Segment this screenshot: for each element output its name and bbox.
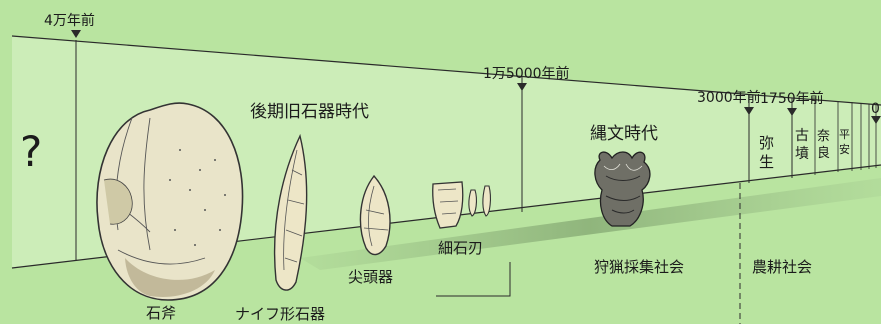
marker-label-15k: 1万5000年前 <box>483 65 570 82</box>
tool-label-microblade: 細石刃 <box>438 239 483 257</box>
society-agricultural: 農耕社会 <box>752 258 812 276</box>
unknown-period-mark: ? <box>20 127 42 176</box>
marker-label-3000: 3000年前 <box>697 89 761 106</box>
period-nara-2: 良 <box>817 145 830 161</box>
period-yayoi-2: 生 <box>759 153 774 171</box>
period-yayoi-1: 弥 <box>759 134 774 152</box>
period-jomon: 縄文時代 <box>590 124 658 144</box>
period-heian-2: 安 <box>839 142 850 156</box>
marker-triangle-1750 <box>787 108 797 116</box>
point-tool-illustration <box>359 174 391 256</box>
marker-triangle-40k <box>71 30 81 38</box>
marker-label-0: 0 <box>871 101 880 117</box>
bracket-15k <box>436 262 511 297</box>
jomon-pottery-illustration <box>594 151 651 227</box>
period-paleolithic: 後期旧石器時代 <box>250 102 369 122</box>
marker-triangle-0 <box>871 116 881 124</box>
period-kofun-2: 墳 <box>795 146 809 162</box>
band-top-edge <box>11 35 881 106</box>
knife-tool-illustration <box>273 133 308 291</box>
marker-label-1750: 1750年前 <box>760 90 824 107</box>
marker-triangle-15k <box>517 83 527 91</box>
period-kofun-1: 古 <box>795 128 809 144</box>
stone-axe-illustration <box>96 102 244 301</box>
society-hunter-gatherer: 狩猟採集社会 <box>594 258 684 276</box>
period-nara-1: 奈 <box>817 129 830 144</box>
microblade-illustration <box>432 181 491 229</box>
tool-label-knife: ナイフ形石器 <box>235 305 325 323</box>
period-heian-1: 平 <box>839 128 850 141</box>
tool-label-point: 尖頭器 <box>348 268 393 286</box>
tool-label-stone-axe: 石斧 <box>146 304 176 322</box>
marker-label-40k: 4万年前 <box>44 12 95 29</box>
band-shadow <box>300 178 881 270</box>
marker-triangle-3000 <box>744 107 754 115</box>
